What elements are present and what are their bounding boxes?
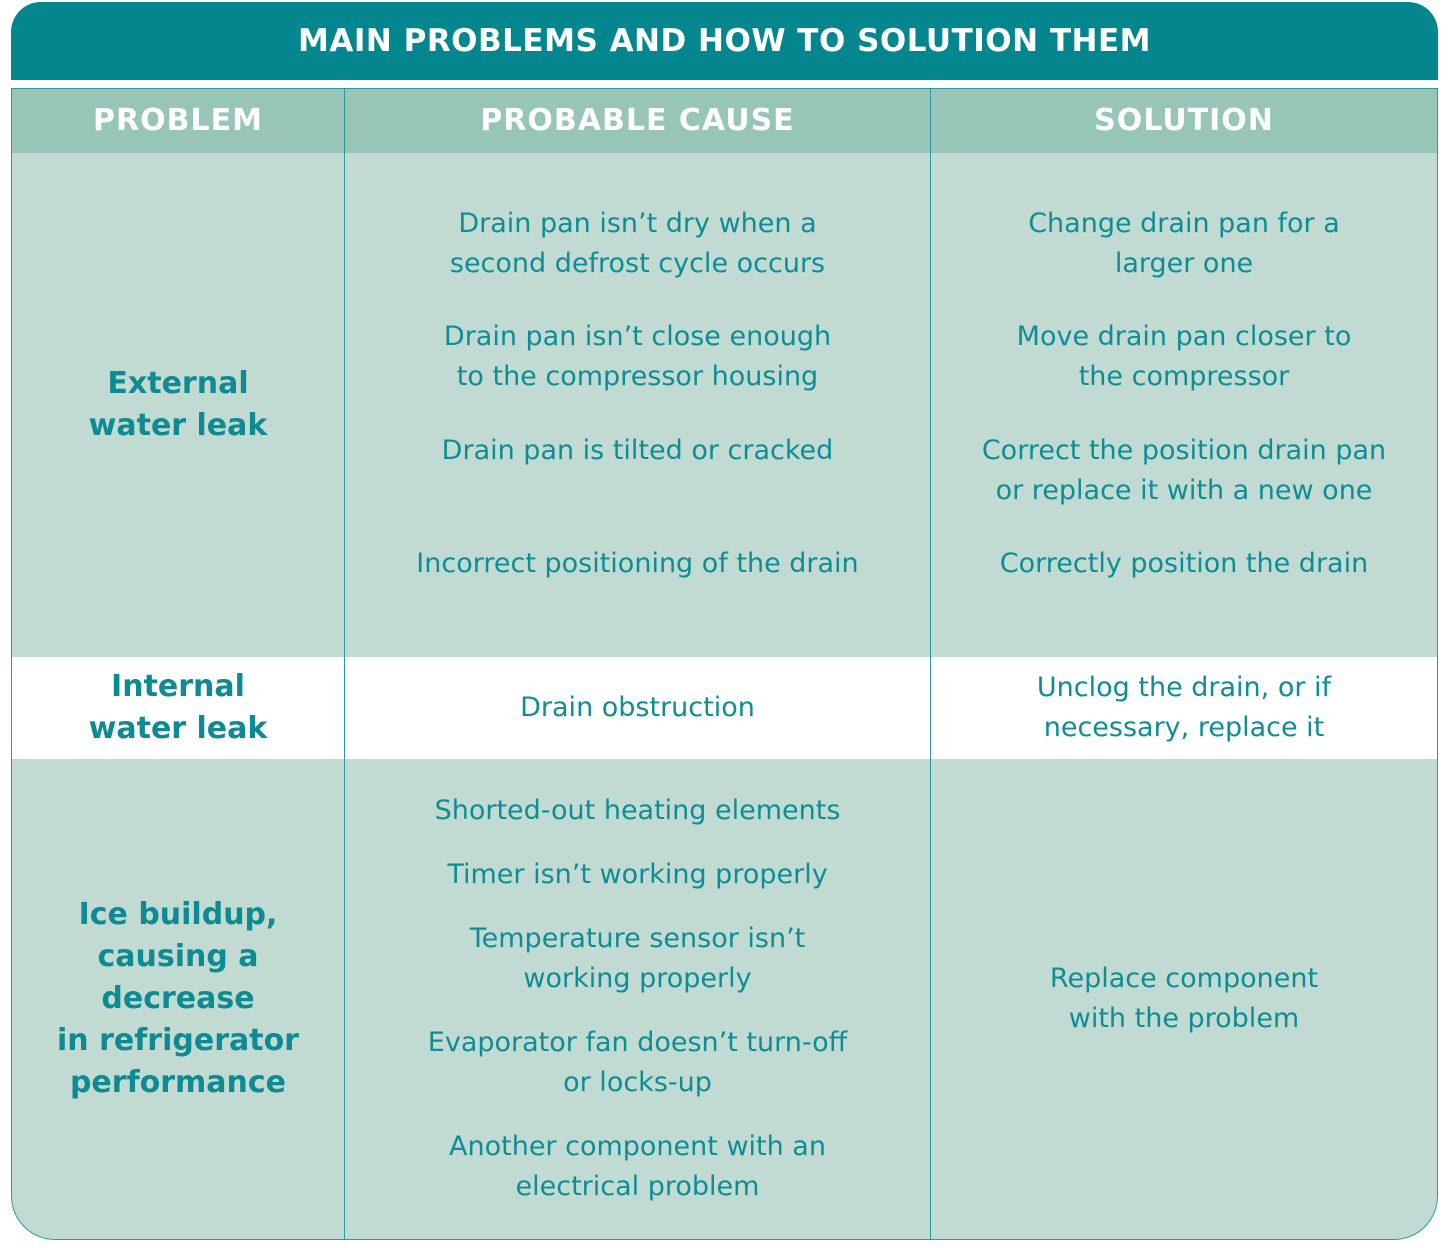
cause-line: or locks-up — [563, 1067, 712, 1098]
solutions-internal-water-leak: Unclog the drain, or if necessary, repla… — [931, 657, 1437, 759]
cause-line: to the compressor housing — [456, 361, 819, 393]
solution-item: Change drain pan for a larger one — [931, 204, 1437, 317]
solution-item: Correctly position the drain — [931, 544, 1437, 657]
cause-item: Incorrect positioning of the drain — [345, 544, 930, 657]
problem-line: decrease — [101, 981, 255, 1016]
problem-line: water leak — [88, 711, 268, 746]
solution-line: Correct the position drain pan — [981, 434, 1387, 466]
cause-line: working properly — [523, 963, 752, 994]
cause-line: Drain pan isn’t dry when a — [458, 208, 817, 239]
cause-line: Drain pan isn’t close enough — [443, 321, 832, 353]
problems-table: PROBLEM PROBABLE CAUSE SOLUTION External… — [11, 88, 1438, 1240]
problem-line: in refrigerator — [57, 1023, 299, 1058]
solution-item: Move drain pan closer to the compressor — [931, 317, 1437, 430]
problem-ice-buildup: Ice buildup, causing a decrease in refri… — [12, 759, 345, 1239]
cause-item: Shorted-out heating elements — [435, 791, 841, 831]
solution-line: Unclog the drain, or if — [1036, 672, 1332, 703]
cause-item: Evaporator fan doesn’t turn-off or locks-… — [428, 1023, 847, 1103]
causes-ice-buildup: Shorted-out heating elements Timer isn’t… — [345, 759, 931, 1239]
problem-line: water leak — [88, 408, 268, 443]
solution-line: necessary, replace it — [1043, 712, 1325, 743]
solution-line: the compressor — [1078, 361, 1290, 393]
cause-line: Timer isn’t working properly — [447, 859, 828, 890]
solution-line: Change drain pan for a — [1028, 208, 1340, 239]
solutions-ice-buildup: Replace component with the problem — [931, 759, 1437, 1239]
problem-line: External — [107, 366, 249, 401]
header-solution: SOLUTION — [931, 89, 1437, 153]
solution-line: Move drain pan closer to — [1016, 321, 1352, 353]
cause-line: electrical problem — [515, 1171, 760, 1202]
cause-item: Temperature sensor isn’t working properly — [470, 919, 806, 999]
header-probable-cause: PROBABLE CAUSE — [345, 89, 931, 153]
solution-line: Replace component — [1049, 963, 1319, 994]
cause-line: Drain pan is tilted or cracked — [441, 434, 834, 466]
problem-line: performance — [69, 1065, 287, 1100]
problem-line: Ice buildup, — [78, 897, 278, 932]
solution-item: Correct the position drain pan or replace… — [931, 431, 1437, 544]
solutions-external-water-leak: Change drain pan for a larger one Move dr… — [931, 153, 1437, 657]
solution-line: Correctly position the drain — [999, 547, 1369, 579]
problem-internal-water-leak: Internal water leak — [12, 657, 345, 759]
solution-line: with the problem — [1068, 1003, 1300, 1034]
cause-line: Temperature sensor isn’t — [469, 923, 806, 954]
cause-line: Evaporator fan doesn’t turn-off — [427, 1027, 848, 1058]
cause-line: Drain obstruction — [520, 692, 755, 723]
problem-line: causing a — [97, 939, 259, 974]
cause-item: Drain pan isn’t close enough to the compr… — [345, 317, 930, 430]
header-problem: PROBLEM — [12, 89, 345, 153]
cause-item: Drain pan is tilted or cracked — [345, 431, 930, 544]
problem-line: Internal — [111, 669, 245, 704]
cause-item: Drain pan isn’t dry when a second defrost… — [345, 204, 930, 317]
solution-line: larger one — [1114, 248, 1254, 279]
problem-external-water-leak: External water leak — [12, 153, 345, 657]
cause-line: second defrost cycle occurs — [449, 248, 826, 279]
cause-item: Another component with an electrical prob… — [449, 1127, 826, 1207]
cause-line: Shorted-out heating elements — [434, 795, 841, 826]
cause-item: Timer isn’t working properly — [447, 855, 827, 895]
solution-line: or replace it with a new one — [995, 474, 1373, 506]
causes-external-water-leak: Drain pan isn’t dry when a second defrost… — [345, 153, 931, 657]
table-title: MAIN PROBLEMS AND HOW TO SOLUTION THEM — [11, 2, 1438, 80]
cause-line: Another component with an — [449, 1131, 826, 1162]
causes-internal-water-leak: Drain obstruction — [345, 657, 931, 759]
cause-line: Incorrect positioning of the drain — [416, 547, 859, 579]
